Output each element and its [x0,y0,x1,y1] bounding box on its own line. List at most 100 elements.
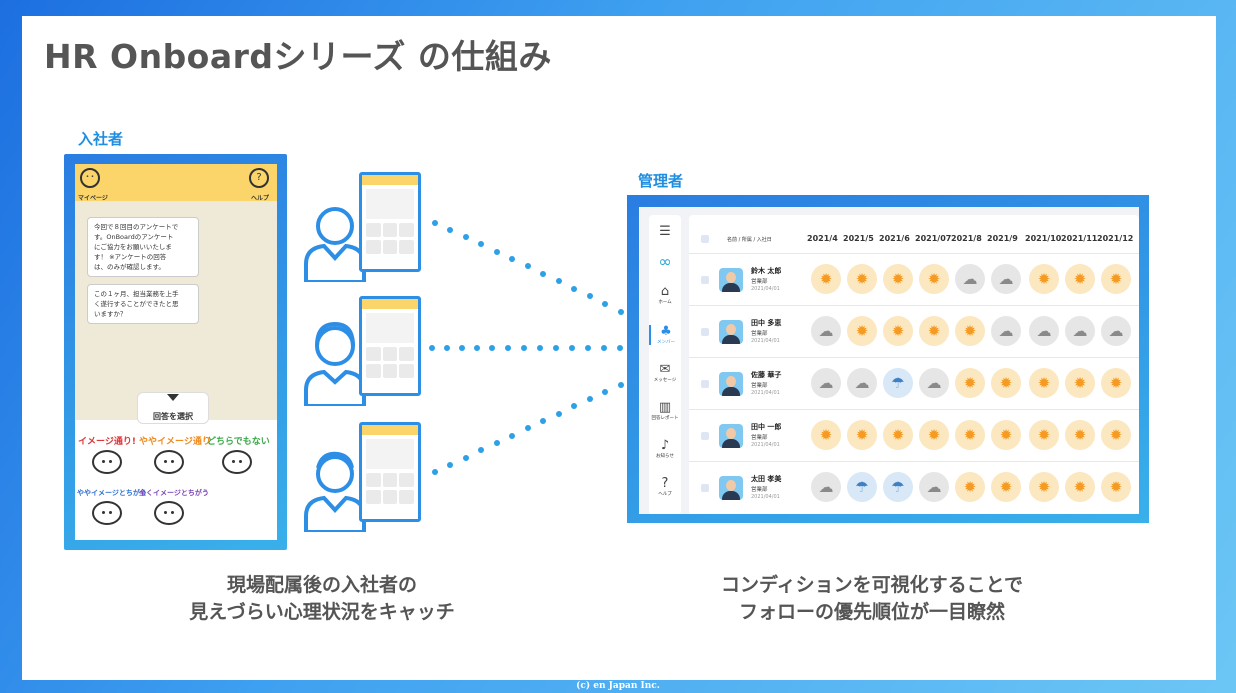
member-name: 佐藤 華子 [751,371,782,379]
sun-icon[interactable]: ✹ [1029,368,1059,398]
avatar [719,320,743,344]
sidebar-item-logo[interactable]: ∞ [649,252,681,271]
sidebar-item-members[interactable]: ♣メンバー [649,325,681,345]
member-dept: 営業部 [751,279,768,285]
sun-icon[interactable]: ✹ [1101,420,1131,450]
sun-icon[interactable]: ✹ [1101,472,1131,502]
sidebar-item-label: ホーム [658,300,672,305]
sun-icon[interactable]: ✹ [1065,264,1095,294]
sidebar-item-bell[interactable]: ♪お知らせ [649,438,681,460]
stamp-item[interactable]: どちらでもない [207,434,270,490]
month-column-header: 2021/11 [1061,234,1098,243]
sun-icon[interactable]: ✹ [1065,368,1095,398]
sun-icon[interactable]: ✹ [1065,472,1095,502]
slide-title: HR Onboardシリーズ の仕組み [44,37,552,76]
name-column-header: 名前 / 所属 / 入社日 [727,237,772,243]
sun-icon[interactable]: ✹ [847,420,877,450]
sun-icon[interactable]: ✹ [991,472,1021,502]
cloud-icon[interactable]: ☁ [811,368,841,398]
sun-icon[interactable]: ✹ [955,316,985,346]
sidebar-item-home[interactable]: ⌂ホーム [649,285,681,306]
sun-icon[interactable]: ✹ [811,420,841,450]
cloud-icon[interactable]: ☁ [991,316,1021,346]
right-caption: コンディションを可視化することで フォローの優先順位が一目瞭然 [662,572,1082,626]
user-male-1 [302,172,421,286]
member-name: 田中 多恵 [751,319,782,327]
cloud-icon[interactable]: ☁ [847,368,877,398]
sidebar-item-report[interactable]: ▥回答レポート [649,401,681,422]
row-checkbox[interactable] [701,328,709,336]
sun-icon[interactable]: ✹ [1101,368,1131,398]
cloud-icon[interactable]: ☁ [1029,316,1059,346]
stamp-item[interactable]: イメージ通り! [77,434,137,490]
sun-icon[interactable]: ✹ [1065,420,1095,450]
sun-icon[interactable]: ✹ [919,264,949,294]
stamp-item[interactable]: ややイメージ通り [139,434,211,490]
user-male-2 [302,422,421,536]
cloud-icon[interactable]: ☁ [811,472,841,502]
stamp-item[interactable]: ややイメージとちがう [77,488,147,540]
manager-dashboard-frame: ☰ ∞ ⌂ホーム ♣メンバー ✉メッセージ ▥回答レポート ♪お知らせ ?ヘルプ 名前 / 所… [627,195,1149,523]
row-checkbox[interactable] [701,432,709,440]
month-column-header: 2021/12 [1097,234,1134,243]
sun-icon[interactable]: ✹ [1029,264,1059,294]
cloud-icon[interactable]: ☁ [1065,316,1095,346]
stamp-label: ややイメージとちがう [77,489,147,497]
sun-icon[interactable]: ✹ [883,264,913,294]
chat-bubble-2: この１ヶ月、担当業務を上手く遂行することができたと思いますか？ [87,284,199,324]
row-checkbox[interactable] [701,276,709,284]
answer-panel: イメージ通り! ややイメージ通り どちらでもない ややイメージとちがう 全くイメ… [75,420,277,540]
member-dept: 営業部 [751,331,768,337]
select-answer-button[interactable]: 回答を選択 [137,392,209,424]
face-icon[interactable]: ･･ [80,168,100,188]
cloud-icon[interactable]: ☁ [955,264,985,294]
sun-icon[interactable]: ✹ [847,316,877,346]
mypage-label[interactable]: マイページ [78,195,108,202]
sidebar-item-label: お知らせ [656,454,674,459]
sun-icon[interactable]: ✹ [991,420,1021,450]
sun-icon[interactable]: ✹ [811,264,841,294]
logo-icon: ∞ [658,252,672,271]
sun-icon[interactable]: ✹ [919,420,949,450]
cloud-icon[interactable]: ☁ [919,368,949,398]
sun-icon[interactable]: ✹ [991,368,1021,398]
help-label[interactable]: ヘルプ [250,195,269,202]
help-icon[interactable]: ? [249,168,269,188]
sun-icon[interactable]: ✹ [847,264,877,294]
stamp-label: イメージ通り! [78,437,136,447]
sidebar-item-message[interactable]: ✉メッセージ [649,363,681,384]
sidebar-item-menu[interactable]: ☰ [649,225,681,239]
member-name: 鈴木 太郎 [751,267,782,275]
row-checkbox[interactable] [701,484,709,492]
sun-icon[interactable]: ✹ [919,316,949,346]
member-join-date: 2021/04/01 [751,338,780,344]
sun-icon[interactable]: ✹ [955,368,985,398]
right-caption-line1: コンディションを可視化することで [720,574,1024,596]
rain-icon[interactable]: ☂ [883,368,913,398]
stamp-face-icon [92,501,122,525]
stamp-item[interactable]: 全くイメージとちがう [139,488,209,540]
sun-icon[interactable]: ✹ [955,420,985,450]
cloud-icon[interactable]: ☁ [919,472,949,502]
sun-icon[interactable]: ✹ [883,316,913,346]
sun-icon[interactable]: ✹ [1029,420,1059,450]
sun-icon[interactable]: ✹ [1029,472,1059,502]
row-checkbox[interactable] [701,380,709,388]
rain-icon[interactable]: ☂ [847,472,877,502]
sun-icon[interactable]: ✹ [955,472,985,502]
cloud-icon[interactable]: ☁ [1101,316,1131,346]
cloud-icon[interactable]: ☁ [991,264,1021,294]
sidebar-item-help[interactable]: ?ヘルプ [649,477,681,498]
select-all-checkbox[interactable] [701,235,709,243]
bell-icon: ♪ [660,438,670,453]
sun-icon[interactable]: ✹ [883,420,913,450]
cloud-icon[interactable]: ☁ [811,316,841,346]
member-dept: 営業部 [751,383,768,389]
rain-icon[interactable]: ☂ [883,472,913,502]
sun-icon[interactable]: ✹ [1101,264,1131,294]
